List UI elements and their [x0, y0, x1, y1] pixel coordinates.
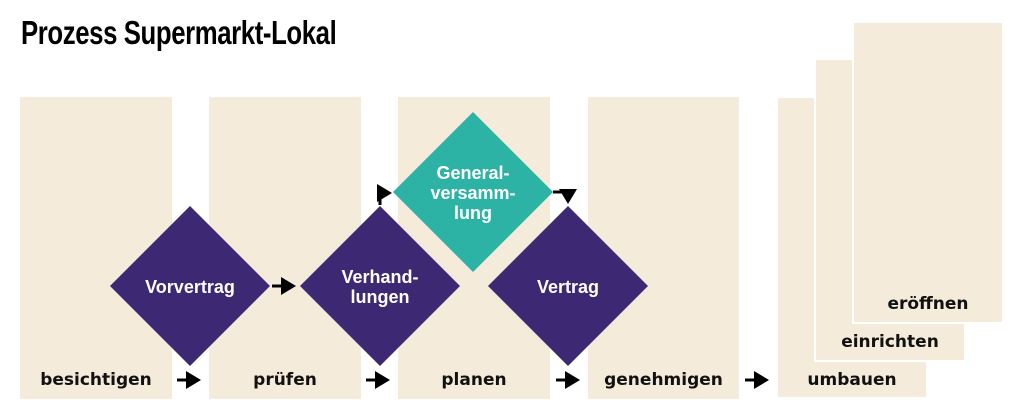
decision-label-line: General- [436, 163, 510, 183]
step-label-pruefen: prüfen [253, 370, 317, 390]
step-label-genehmigen: genehmigen [604, 370, 723, 390]
step-label-eroeffnen: eröffnen [887, 294, 969, 314]
decision-label-line: versamm- [430, 183, 516, 203]
decision-label-verhandlungen: Verhand- lungen [310, 267, 450, 307]
decision-label-generalversammlung: General- versamm- lung [403, 163, 543, 223]
diamond-vorvertrag [110, 206, 270, 366]
diamond-vertrag [488, 206, 648, 366]
decision-label-line: lungen [350, 287, 410, 307]
decision-label-line: lung [454, 203, 492, 223]
column-pruefen [209, 97, 361, 399]
arrow-icon [377, 184, 392, 205]
diamond-verhandlungen [300, 206, 460, 366]
decision-label-vorvertrag: Vorvertrag [145, 277, 235, 297]
step-label-besichtigen: besichtigen [40, 370, 152, 390]
decision-label-line: Verhand- [341, 267, 419, 287]
arrow-icon [553, 189, 577, 204]
diagram-title: Prozess Supermarkt-Lokal [21, 14, 337, 51]
column-genehmigen [588, 97, 739, 399]
step-label-einrichten: einrichten [841, 332, 939, 352]
column-eroeffnen [852, 21, 1004, 324]
step-label-umbauen: umbauen [807, 370, 897, 390]
decision-label-vertrag: Vertrag [536, 277, 600, 297]
diamond-generalversammlung [393, 112, 553, 272]
step-label-planen: planen [441, 370, 507, 390]
column-besichtigen [20, 97, 172, 399]
